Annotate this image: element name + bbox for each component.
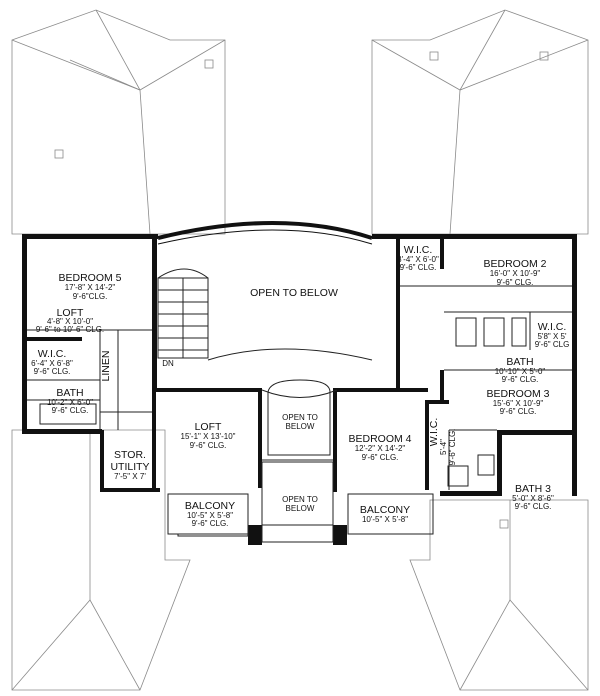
balcony-left-size: 10'-5" X 5'-8" (187, 511, 233, 520)
loft-left-clg: 9'-6" to 10'-6" CLG. (36, 325, 104, 334)
wic-top-size: 8'-4" X 6'-0" (397, 255, 439, 264)
balcony-right-size: 10'-5" X 5'-8" (362, 515, 408, 524)
roof-top-left (11, 9, 226, 235)
bath-left-size: 10'-2" X 6'-0" (47, 398, 93, 407)
balcony-left-clg: 9'-6" CLG. (192, 519, 229, 528)
open-mid-2: BELOW (286, 422, 315, 431)
bedroom2-clg: 9'-6" CLG. (497, 278, 534, 287)
exterior-walls (22, 221, 577, 545)
wic-left-name: W.I.C. (38, 348, 67, 360)
bedroom3-name: BEDROOM 3 (486, 388, 549, 400)
wic-bed4-size: 5'-4" (439, 439, 448, 455)
bath-left-name: BATH (56, 387, 83, 399)
linen-name: LINEN (100, 351, 112, 382)
bedroom4-clg: 9'-6" CLG. (362, 453, 399, 462)
roof-bottom-right (409, 499, 589, 691)
bedroom3-clg: 9'-6" CLG. (500, 407, 537, 416)
bedroom2-name: BEDROOM 2 (483, 258, 546, 270)
bedroom4-name: BEDROOM 4 (348, 433, 411, 445)
dn-label: DN (162, 359, 174, 368)
wic-left-clg: 9'-6" CLG. (34, 367, 71, 376)
bath-right-size: 10'-10" X 5'-0" (495, 367, 546, 376)
open-bottom-1: OPEN TO (282, 495, 318, 504)
bath3-size: 5'-0" X 8'-6" (512, 494, 554, 503)
bath-right-clg: 9'-6" CLG. (502, 375, 539, 384)
open-top-label: OPEN TO BELOW (250, 287, 338, 299)
bath3-name: BATH 3 (515, 483, 551, 495)
loft-center-size: 15'-1" X 13'-10" (181, 432, 236, 441)
bath-left-clg: 9'-6" CLG. (52, 406, 89, 415)
bedroom3-size: 15'-6" X 10'-9" (493, 399, 544, 408)
roof-top-right (371, 9, 589, 235)
wic-left-size: 6'-4" X 6'-8" (31, 359, 73, 368)
utility-size: 7'-5" X 7' (114, 472, 146, 481)
loft-left-name: LOFT (57, 307, 84, 319)
wic-top-clg: 9'-6" CLG. (400, 263, 437, 272)
bedroom4-size: 12'-2" X 14'-2" (355, 444, 406, 453)
interior-walls (22, 238, 572, 543)
wic-bed4-name: W.I.C. (428, 418, 440, 447)
wic-right-clg: 9'-6" CLG (535, 340, 570, 349)
stor-label: STOR. (114, 449, 146, 461)
bedroom5-size: 17'-8" X 14'-2" (65, 283, 116, 292)
wic-right-size: 5'8" X 5' (537, 332, 566, 341)
loft-left-size: 4'-8" X 10'-0" (47, 317, 93, 326)
room-labels: BEDROOM 5 17'-8" X 14'-2" 9'-6"CLG. LOFT… (31, 244, 569, 528)
balcony-right-name: BALCONY (360, 504, 410, 516)
bedroom5-name: BEDROOM 5 (58, 272, 121, 284)
bedroom2-size: 16'-0" X 10'-9" (490, 269, 541, 278)
balcony-left-name: BALCONY (185, 500, 235, 512)
bedroom5-clg: 9'-6"CLG. (73, 292, 108, 301)
open-bottom-2: BELOW (286, 504, 315, 513)
bath-right-name: BATH (506, 356, 533, 368)
roof-bottom-left (11, 429, 191, 691)
wic-top-name: W.I.C. (404, 244, 433, 256)
loft-center-clg: 9'-6" CLG. (190, 441, 227, 450)
wic-right-name: W.I.C. (538, 321, 567, 333)
wic-bed4-clg: 9'-6" CLG. (448, 429, 457, 466)
open-mid-1: OPEN TO (282, 413, 318, 422)
loft-center-name: LOFT (195, 421, 222, 433)
utility-label: UTILITY (110, 461, 149, 473)
bath3-clg: 9'-6" CLG. (515, 502, 552, 511)
